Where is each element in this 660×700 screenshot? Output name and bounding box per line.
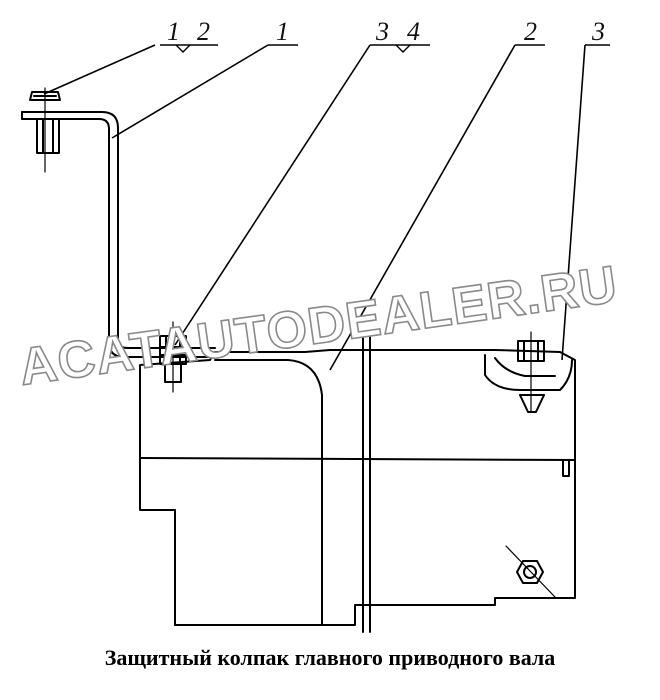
- bracket-inner: [21, 118, 216, 358]
- leader-3-right: [561, 44, 586, 361]
- bracket-outer: [21, 111, 216, 349]
- nut-bracket-foot: [159, 321, 187, 393]
- callout-2-b: 2: [524, 17, 537, 46]
- hex-nut-lower: [505, 545, 556, 598]
- protective-cover-curve: [214, 359, 323, 626]
- callout-1-a: 1: [167, 17, 180, 46]
- leader-2: [329, 44, 516, 371]
- housing-mid-line: [139, 457, 576, 461]
- callout-1-b: 1: [276, 17, 289, 46]
- callout-3-a: 3: [375, 17, 389, 46]
- bolt-top-left: [29, 87, 61, 173]
- callout-4: 4: [407, 17, 420, 46]
- housing-small-tab: [562, 459, 570, 477]
- clamp-right: [484, 331, 573, 413]
- callout-2-a: 2: [197, 17, 210, 46]
- figure-caption: Защитный колпак главного приводного вала: [104, 645, 556, 670]
- housing-outline: [139, 349, 576, 626]
- callout-3-b: 3: [591, 17, 605, 46]
- leader-1: [111, 44, 269, 139]
- leader-1-2: [43, 44, 156, 95]
- leader-3-4: [174, 44, 371, 346]
- technical-drawing: 1 2 1 3 4 2 3 ACATAUTODEALER.RU: [15, 17, 622, 633]
